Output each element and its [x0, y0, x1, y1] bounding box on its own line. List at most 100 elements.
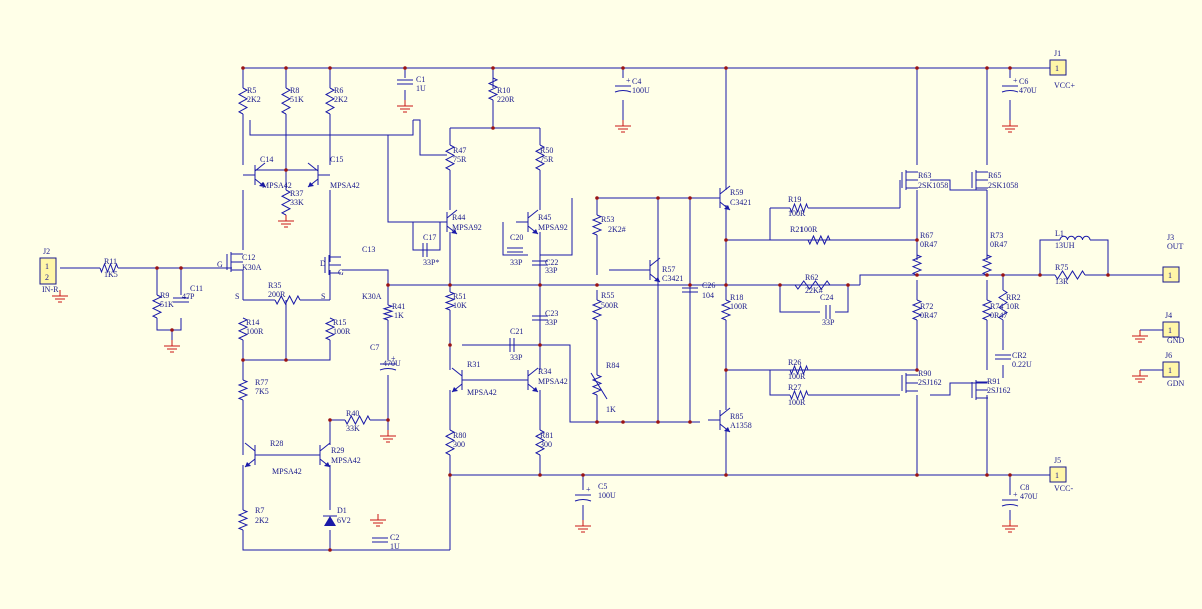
junction-dot	[538, 283, 542, 287]
connector-net: OUT	[1167, 242, 1184, 251]
junction-dot	[179, 266, 183, 270]
component-ref: R67	[920, 231, 933, 240]
component-value: MPSA92	[452, 223, 482, 232]
component-ref: R85	[730, 412, 743, 421]
pin-label: S	[235, 292, 239, 301]
component-ref: R53	[601, 215, 614, 224]
ground-symbol	[615, 120, 631, 133]
component-value: 2K2	[247, 95, 261, 104]
junction-dot	[985, 273, 989, 277]
component-ref: R50	[540, 146, 553, 155]
junction-dot	[688, 283, 692, 287]
component-ref: R35	[268, 281, 281, 290]
connector-pin: 1	[45, 262, 49, 271]
component-value: 33P	[822, 318, 835, 327]
junction-dot	[386, 418, 390, 422]
ground-symbol	[1002, 520, 1018, 533]
junction-dot	[581, 473, 585, 477]
junction-dot	[284, 358, 288, 362]
ground-symbol	[1002, 120, 1018, 133]
svg-text:+: +	[626, 76, 631, 85]
component-value: K30A	[362, 292, 382, 301]
junction-dot	[656, 196, 660, 200]
component-value: 100R	[333, 327, 351, 336]
component-value: 0R47	[920, 311, 937, 320]
component-value: 75R	[453, 155, 467, 164]
connector-ref: J1	[1054, 49, 1061, 58]
component-value: 100R	[730, 302, 748, 311]
component-value: 0.22U	[1012, 360, 1032, 369]
component-value: 1U	[390, 542, 400, 551]
component-ref: C15	[330, 155, 343, 164]
component-value: 2K2#	[608, 225, 626, 234]
component-value: 33K	[290, 198, 304, 207]
component-value: 33P	[510, 258, 523, 267]
connector-ref: J6	[1165, 351, 1172, 360]
junction-dot	[595, 196, 599, 200]
component-ref: R34	[538, 367, 551, 376]
junction-dot	[915, 473, 919, 477]
component-ref: R31	[467, 360, 480, 369]
wires	[60, 67, 1165, 551]
junction-dot	[1106, 273, 1110, 277]
component-value: 500R	[601, 301, 619, 310]
component-ref: C14	[260, 155, 273, 164]
component-ref: R26	[788, 358, 801, 367]
junction-dot	[241, 358, 245, 362]
component-ref: CR2	[1012, 351, 1027, 360]
junction-dot	[1001, 273, 1005, 277]
pin-label: S	[321, 292, 325, 301]
junction-dot	[170, 328, 174, 332]
component-value: 100U	[598, 491, 616, 500]
component-value: 470U	[1019, 86, 1037, 95]
component-value: MPSA42	[538, 377, 568, 386]
component-value: 0R47	[990, 240, 1007, 249]
component-value: 22K#	[805, 286, 823, 295]
component-value: 51K	[160, 300, 174, 309]
connector-pin: 1	[1055, 471, 1059, 480]
connector-pin: 1	[1168, 366, 1172, 375]
junction-dot	[491, 66, 495, 70]
component-ref: C13	[362, 245, 375, 254]
junction-dot	[915, 368, 919, 372]
connector-ref: J4	[1165, 311, 1172, 320]
connector-ref: J3	[1167, 233, 1174, 242]
component-value: 104	[702, 291, 714, 300]
component-ref: R10	[497, 86, 510, 95]
component-value: 2SK1058	[918, 181, 948, 190]
ground-symbol	[397, 100, 413, 113]
ground-symbol	[1132, 330, 1148, 343]
component-value: 7K5	[255, 387, 269, 396]
junction-dot	[621, 420, 625, 424]
connector-pin: 2	[45, 273, 49, 282]
junction-dot	[688, 196, 692, 200]
